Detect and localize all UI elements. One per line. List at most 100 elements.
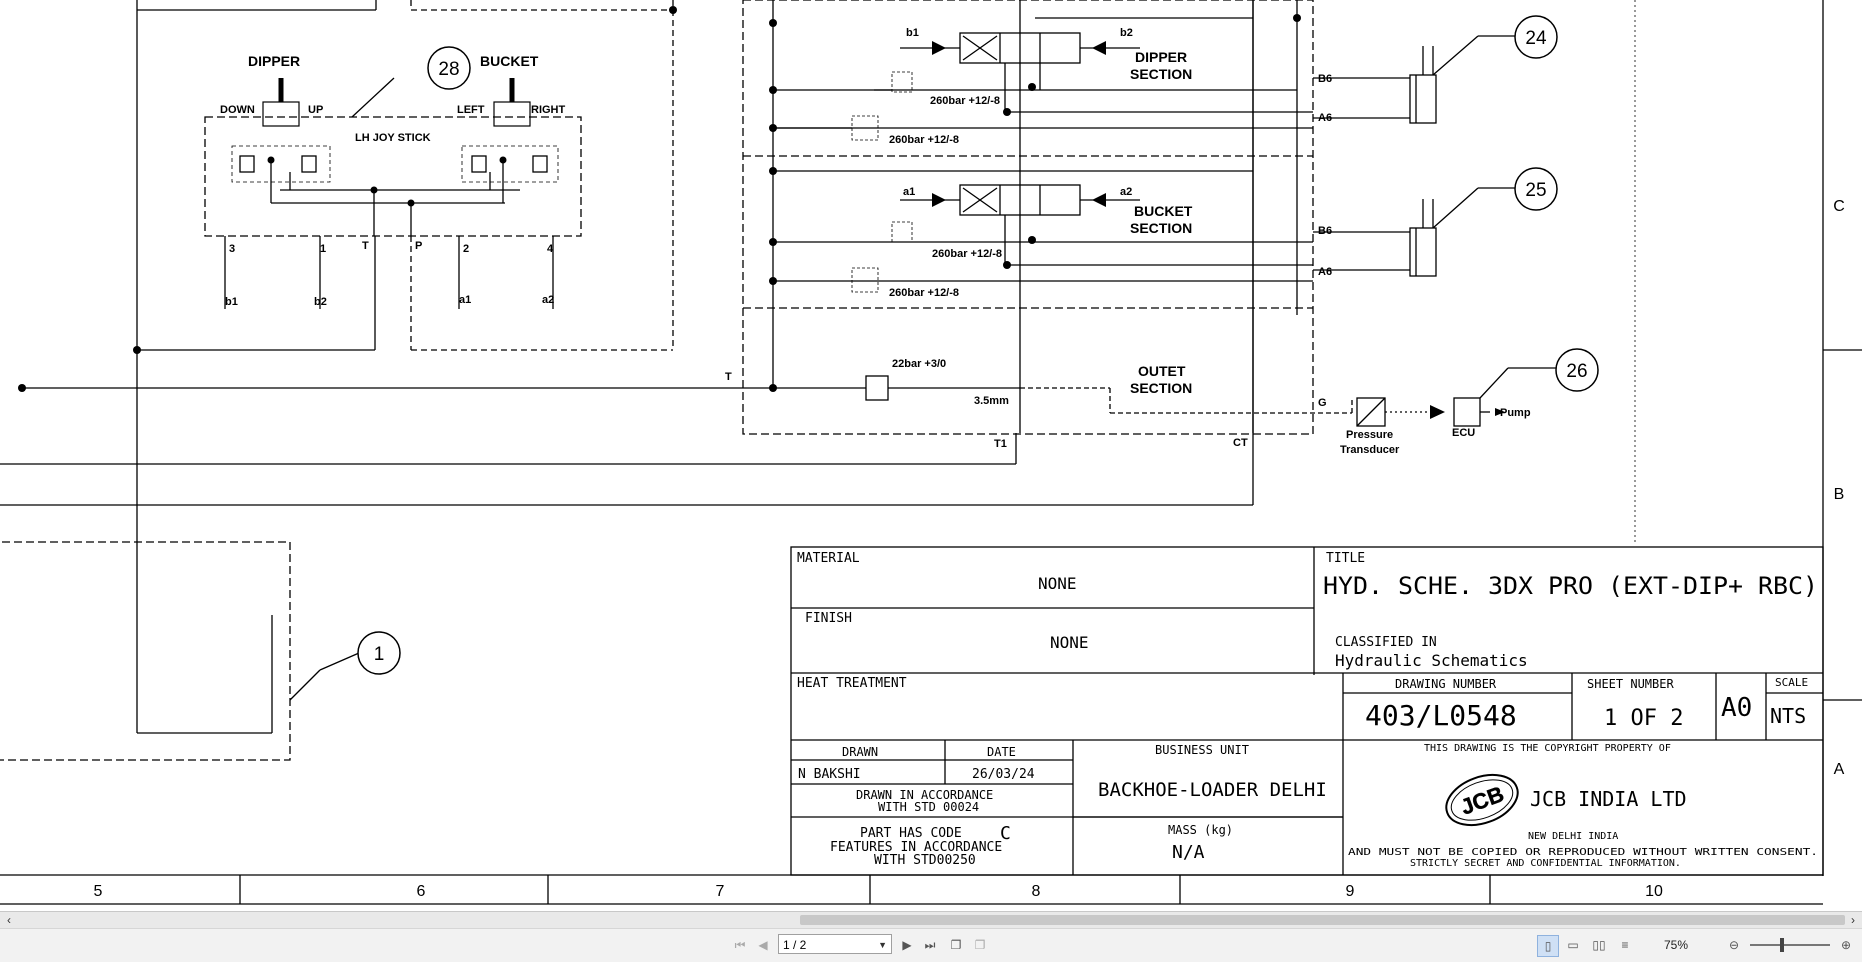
drawing-number-value: 403/L0548 <box>1365 699 1517 732</box>
accordance-line-2: WITH STD 00024 <box>878 800 979 814</box>
date-value: 26/03/24 <box>972 767 1035 782</box>
outlet-section-title-2: SECTION <box>1130 380 1192 396</box>
two-page-continuous-view-icon[interactable]: ≡ <box>1621 938 1629 952</box>
scale-value: NTS <box>1770 704 1806 728</box>
bucket-section-title-2: SECTION <box>1130 220 1192 236</box>
heat-treatment-label: HEAT TREATMENT <box>797 676 907 691</box>
outlet-orifice: 3.5mm <box>974 395 1009 407</box>
finish-label: FINISH <box>805 611 852 626</box>
column-6: 6 <box>417 883 426 900</box>
next-page-icon[interactable]: ▶ <box>902 938 912 952</box>
date-label: DATE <box>987 745 1016 759</box>
drawn-value: N BAKSHI <box>798 767 861 782</box>
zoom-in-icon[interactable]: ⊕ <box>1840 938 1852 952</box>
previous-page-icon[interactable]: ◀ <box>758 938 768 952</box>
zoom-slider[interactable] <box>1750 944 1830 946</box>
zoom-slider-thumb[interactable] <box>1780 938 1784 952</box>
port-4: 4 <box>547 243 554 255</box>
column-10: 10 <box>1645 883 1663 900</box>
outlet-section-title-1: OUTET <box>1138 363 1186 379</box>
column-7: 7 <box>716 883 725 900</box>
row-a: A <box>1834 761 1845 778</box>
balloon-26: 26 <box>1566 361 1587 382</box>
pressure-transducer-label-1: Pressure <box>1346 429 1393 441</box>
classified-value: Hydraulic Schematics <box>1335 651 1528 670</box>
outlet-port-t: T <box>725 371 732 383</box>
drawn-label: DRAWN <box>842 745 878 759</box>
continuous-view-icon[interactable]: ▭ <box>1567 938 1579 952</box>
viewer-status-bar: ⏮ ◀ 1 / 2▼ ▶ ⏭ ❐ ❐ ▯ ▭ ▯▯ ≡ 75% ⊖ ⊕ <box>0 928 1862 962</box>
dipper-port-a6: A6 <box>1318 112 1332 124</box>
pressure-transducer-label-2: Transducer <box>1340 444 1400 456</box>
scroll-right-arrow-icon[interactable]: › <box>1851 913 1855 927</box>
material-value: NONE <box>1038 574 1077 593</box>
hydraulic-schematic-drawing: 28 24 25 26 1 DIPPER BUCKET DIPPER SECTI… <box>0 0 1862 905</box>
pilot-a2: a2 <box>542 294 554 306</box>
dipper-relief-2: 260bar +12/-8 <box>889 134 959 146</box>
copyright-line-2: AND MUST NOT BE COPIED OR REPRODUCED WIT… <box>1348 847 1818 858</box>
dipper-pilot-b1: b1 <box>906 27 919 39</box>
first-page-icon[interactable]: ⏮ <box>734 938 746 952</box>
copy-page-icon[interactable]: ❐ <box>950 938 962 952</box>
drawing-number-label: DRAWING NUMBER <box>1395 677 1497 691</box>
bucket-port-b6: B6 <box>1318 225 1332 237</box>
mass-label: MASS (kg) <box>1168 823 1233 837</box>
bucket-port-a6: A6 <box>1318 266 1332 278</box>
scrollbar-thumb[interactable] <box>800 915 1845 925</box>
ecu-label: ECU <box>1452 427 1475 439</box>
dipper-section-title-2: SECTION <box>1130 66 1192 82</box>
last-page-icon[interactable]: ⏭ <box>924 938 936 952</box>
company-name: JCB INDIA LTD <box>1530 787 1687 811</box>
business-unit-label: BUSINESS UNIT <box>1155 743 1249 757</box>
column-5: 5 <box>94 883 103 900</box>
classified-label: CLASSIFIED IN <box>1335 635 1437 650</box>
label-lh-joystick: LH JOY STICK <box>355 132 431 144</box>
port-2: 2 <box>463 243 469 255</box>
page-number-field[interactable]: 1 / 2▼ <box>778 934 892 954</box>
pump-label: Pump <box>1500 407 1531 419</box>
single-page-view-icon[interactable]: ▯ <box>1537 935 1559 957</box>
bucket-relief-2: 260bar +12/-8 <box>889 287 959 299</box>
scroll-left-arrow-icon[interactable]: ‹ <box>7 913 11 927</box>
material-label: MATERIAL <box>797 551 860 566</box>
chevron-down-icon: ▼ <box>878 940 887 950</box>
outlet-port-t1: T1 <box>994 438 1007 450</box>
row-b: B <box>1834 486 1845 503</box>
port-t: T <box>362 240 369 252</box>
part-code-line-3: WITH STD00250 <box>874 853 976 868</box>
zoom-level[interactable]: 75% <box>1664 938 1689 952</box>
port-1: 1 <box>320 243 326 255</box>
dipper-pilot-b2: b2 <box>1120 27 1133 39</box>
company-city: NEW DELHI INDIA <box>1528 831 1618 842</box>
size-value: A0 <box>1721 693 1752 723</box>
row-c: C <box>1833 198 1845 215</box>
bucket-pilot-a1: a1 <box>903 186 915 198</box>
zoom-out-icon[interactable]: ⊖ <box>1728 938 1740 952</box>
horizontal-scrollbar[interactable]: ‹ › <box>0 911 1862 928</box>
bucket-pilot-a2: a2 <box>1120 186 1132 198</box>
copyright-line-1: THIS DRAWING IS THE COPYRIGHT PROPERTY O… <box>1424 743 1671 754</box>
bucket-section-title-1: BUCKET <box>1134 203 1193 219</box>
outlet-port-g: G <box>1318 397 1327 409</box>
document-viewport[interactable]: 28 24 25 26 1 DIPPER BUCKET DIPPER SECTI… <box>0 0 1862 908</box>
paste-page-icon[interactable]: ❐ <box>974 938 986 952</box>
label-down: DOWN <box>220 104 255 116</box>
two-page-view-icon[interactable]: ▯▯ <box>1592 938 1606 952</box>
port-3: 3 <box>229 243 235 255</box>
pilot-b2: b2 <box>314 296 327 308</box>
pilot-b1: b1 <box>225 296 238 308</box>
label-up: UP <box>308 104 323 116</box>
label-dipper: DIPPER <box>248 53 300 69</box>
outlet-relief: 22bar +3/0 <box>892 358 946 370</box>
finish-value: NONE <box>1050 633 1089 652</box>
accordance-line-1: DRAWN IN ACCORDANCE <box>856 788 993 802</box>
mass-value: N/A <box>1172 842 1205 863</box>
part-code-letter: C <box>1000 823 1011 844</box>
scale-label: SCALE <box>1775 676 1808 689</box>
balloon-24: 24 <box>1525 28 1547 49</box>
label-bucket: BUCKET <box>480 53 539 69</box>
outlet-port-ct: CT <box>1233 437 1248 449</box>
title-value: HYD. SCHE. 3DX PRO (EXT-DIP+ RBC) <box>1323 572 1818 600</box>
bucket-relief-1: 260bar +12/-8 <box>932 248 1002 260</box>
sheet-number-value: 1 OF 2 <box>1604 706 1683 731</box>
